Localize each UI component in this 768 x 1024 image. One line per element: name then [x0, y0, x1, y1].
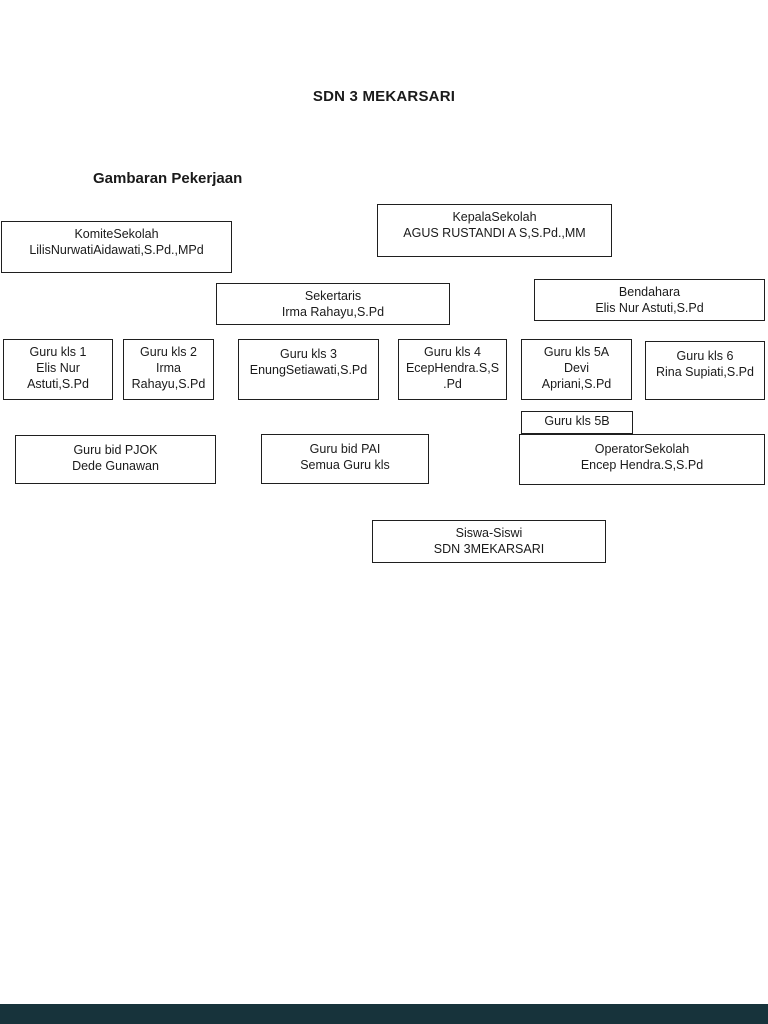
node-role: Guru bid PJOK: [73, 443, 158, 457]
node-role: KepalaSekolah: [452, 210, 537, 224]
org-node-guru-kls-6: Guru kls 6 Rina Supiati,S.Pd: [645, 341, 765, 400]
node-role: Guru kls 2: [140, 345, 197, 359]
node-name: Dede Gunawan: [72, 459, 159, 473]
node-role: Siswa-Siswi: [455, 526, 523, 540]
org-node-guru-kls-4: Guru kls 4 EcepHendra.S,S .Pd: [398, 339, 507, 400]
org-node-kepala-sekolah: KepalaSekolah AGUS RUSTANDI A S,S.Pd.,MM: [377, 204, 612, 257]
node-role: KomiteSekolah: [74, 227, 159, 241]
org-node-guru-kls-5a: Guru kls 5A Devi Apriani,S.Pd: [521, 339, 632, 400]
node-name-cont: Apriani,S.Pd: [541, 377, 612, 391]
org-node-komite-sekolah: KomiteSekolah LilisNurwatiAidawati,S.Pd.…: [1, 221, 232, 273]
node-name: Elis Nur: [36, 361, 80, 375]
document-title: SDN 3 MEKARSARI: [312, 88, 456, 105]
org-node-guru-kls-5b: Guru kls 5B: [521, 411, 633, 434]
node-role: Guru bid PAI: [309, 442, 381, 456]
node-name: Encep Hendra.S,S.Pd: [580, 458, 704, 472]
node-name: Irma: [156, 361, 181, 375]
node-role: Guru kls 3: [280, 347, 337, 361]
node-role: Guru kls 5A: [543, 345, 610, 359]
org-node-guru-kls-2: Guru kls 2 Irma Rahayu,S.Pd: [123, 339, 214, 400]
page-bottom-bar: [0, 1004, 768, 1024]
node-name-cont: Rahayu,S.Pd: [131, 377, 206, 391]
node-name: Elis Nur Astuti,S.Pd: [595, 301, 704, 315]
node-name: EnungSetiawati,S.Pd: [249, 363, 368, 377]
node-name: Rina Supiati,S.Pd: [656, 365, 754, 379]
node-role: Sekertaris: [304, 289, 362, 303]
node-role: Bendahara: [618, 285, 681, 299]
node-role: Guru kls 4: [424, 345, 481, 359]
node-role: OperatorSekolah: [594, 442, 690, 456]
node-role: Guru kls 6: [676, 349, 734, 363]
node-name: Irma Rahayu,S.Pd: [281, 305, 385, 319]
org-node-bendahara: Bendahara Elis Nur Astuti,S.Pd: [534, 279, 765, 321]
node-role: Guru kls 1: [29, 345, 87, 359]
org-node-sekertaris: Sekertaris Irma Rahayu,S.Pd: [216, 283, 450, 325]
node-name: EcepHendra.S,S: [405, 361, 500, 375]
org-node-guru-kls-3: Guru kls 3 EnungSetiawati,S.Pd: [238, 339, 379, 400]
node-name: LilisNurwatiAidawati,S.Pd.,MPd: [29, 243, 204, 257]
section-heading: Gambaran Pekerjaan: [93, 170, 243, 187]
node-name: SDN 3MEKARSARI: [433, 542, 545, 556]
node-role: Guru kls 5B: [544, 414, 610, 428]
org-node-siswa-siswi: Siswa-Siswi SDN 3MEKARSARI: [372, 520, 606, 563]
org-node-guru-kls-1: Guru kls 1 Elis Nur Astuti,S.Pd: [3, 339, 113, 400]
node-name-cont: Astuti,S.Pd: [27, 377, 89, 391]
node-name: Semua Guru kls: [300, 458, 390, 472]
org-node-guru-bid-pai: Guru bid PAI Semua Guru kls: [261, 434, 429, 484]
org-node-operator-sekolah: OperatorSekolah Encep Hendra.S,S.Pd: [519, 434, 765, 485]
org-node-guru-bid-pjok: Guru bid PJOK Dede Gunawan: [15, 435, 216, 484]
node-name-cont: .Pd: [443, 377, 462, 391]
node-name: AGUS RUSTANDI A S,S.Pd.,MM: [403, 226, 586, 240]
node-name: Devi: [563, 361, 589, 375]
